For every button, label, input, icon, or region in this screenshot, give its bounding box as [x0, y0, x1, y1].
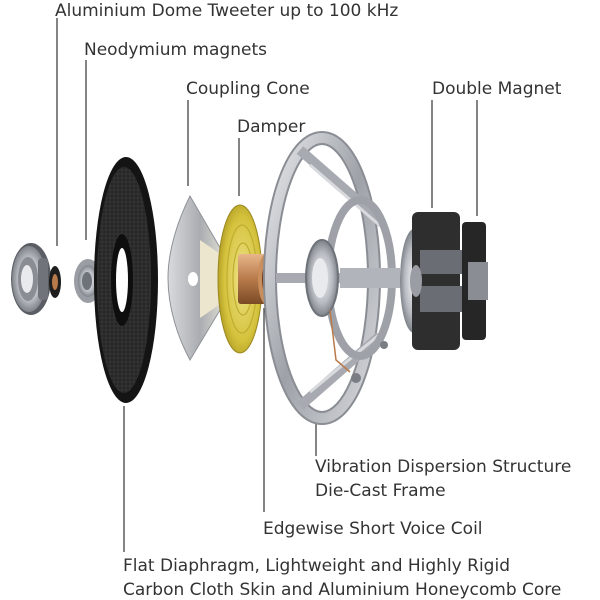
- label-tweeter: Aluminium Dome Tweeter up to 100 kHz: [55, 1, 398, 21]
- label-damper: Damper: [237, 117, 305, 137]
- label-neodymium-magnets: Neodymium magnets: [84, 40, 267, 60]
- flat-diaphragm: [94, 157, 158, 403]
- label-frame-line1: Vibration Dispersion Structure: [315, 457, 571, 477]
- label-double-magnet: Double Magnet: [432, 79, 562, 99]
- label-voice-coil: Edgewise Short Voice Coil: [263, 519, 483, 539]
- double-magnet: [400, 212, 488, 350]
- coupling-cone: [167, 194, 227, 362]
- label-frame-line2: Die-Cast Frame: [315, 481, 446, 501]
- die-cast-frame: [263, 131, 400, 425]
- tweeter-assembly: [11, 243, 51, 315]
- label-diaphragm-line2: Carbon Cloth Skin and Aluminium Honeycom…: [123, 580, 561, 600]
- leader-lines: [56, 18, 478, 552]
- label-diaphragm-line1: Flat Diaphragm, Lightweight and Highly R…: [123, 556, 510, 576]
- label-coupling-cone: Coupling Cone: [186, 79, 310, 99]
